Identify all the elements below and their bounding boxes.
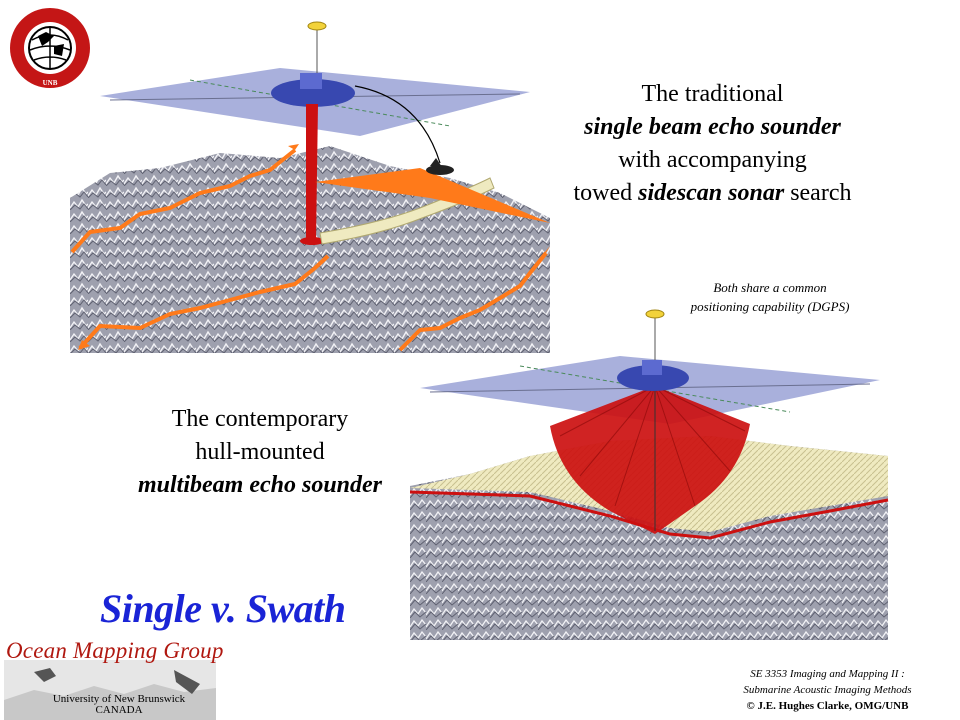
caption-line: with accompanying	[618, 147, 807, 173]
caption-fragment: towed	[573, 180, 639, 206]
single-beam-caption: The traditional single beam echo sounder…	[540, 78, 885, 210]
caption-fragment: search	[784, 180, 852, 206]
unb-logo-text: UNB	[43, 79, 58, 87]
university-country: CANADA	[95, 704, 143, 716]
towfish-icon	[426, 158, 454, 175]
course-info: SE 3353 Imaging and Mapping II : Submari…	[700, 666, 955, 714]
course-title: SE 3353 Imaging and Mapping II :	[750, 668, 905, 680]
course-subtitle: Submarine Acoustic Imaging Methods	[743, 684, 912, 696]
single-beam-scene	[70, 21, 550, 353]
caption-line: The contemporary	[171, 406, 349, 432]
unb-geomatics-logo: UNB	[10, 8, 90, 88]
omg-university: University of New Brunswick CANADA	[44, 694, 194, 716]
note-line: positioning capability (DGPS)	[690, 299, 850, 314]
caption-line: hull-mounted	[195, 439, 325, 465]
caption-line: towed sidescan sonar search	[540, 177, 885, 210]
multibeam-scene	[410, 309, 889, 640]
caption-line-bold: multibeam echo sounder	[137, 472, 383, 498]
note-line: Both share a common	[713, 280, 827, 295]
omg-name: Ocean Mapping Group	[6, 638, 224, 663]
slide-title: Single v. Swath	[100, 586, 346, 631]
survey-ship-icon	[617, 309, 689, 391]
caption-line: The traditional	[641, 81, 784, 107]
copyright: © J.E. Hughes Clarke, OMG/UNB	[746, 700, 909, 712]
dgps-note: Both share a common positioning capabili…	[640, 278, 900, 316]
caption-fragment-bold: sidescan sonar	[638, 180, 785, 206]
university-name: University of New Brunswick	[52, 693, 186, 705]
omg-logo-background	[4, 660, 216, 720]
survey-ship-icon	[271, 21, 355, 107]
caption-line-bold: single beam echo sounder	[584, 114, 841, 140]
multibeam-caption: The contemporary hull-mounted multibeam …	[100, 403, 420, 502]
